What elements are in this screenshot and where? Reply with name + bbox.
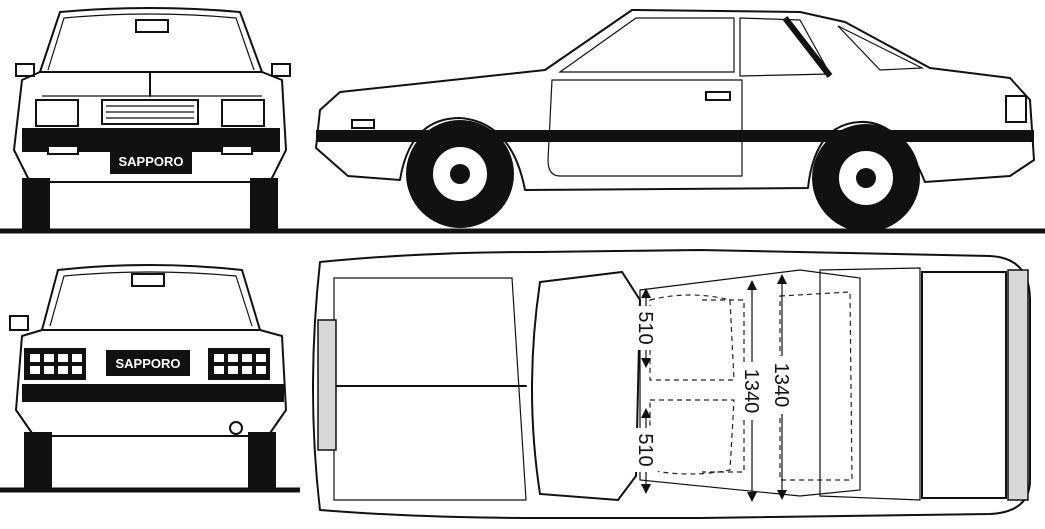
dimension-seat-width-bottom: 510 <box>634 433 656 466</box>
top-view: 510 510 1340 1340 <box>312 249 1031 519</box>
side-view <box>315 9 1035 232</box>
dimension-seat-width-top: 510 <box>634 311 656 344</box>
front-view: SAPPORO <box>13 7 291 230</box>
rear-badge: SAPPORO <box>115 356 180 371</box>
front-badge: SAPPORO <box>118 154 183 169</box>
dimension-cabin-width-inner: 1340 <box>740 369 762 414</box>
dimension-cabin-width-outer: 1340 <box>770 363 792 408</box>
rear-view: SAPPORO <box>9 264 287 488</box>
